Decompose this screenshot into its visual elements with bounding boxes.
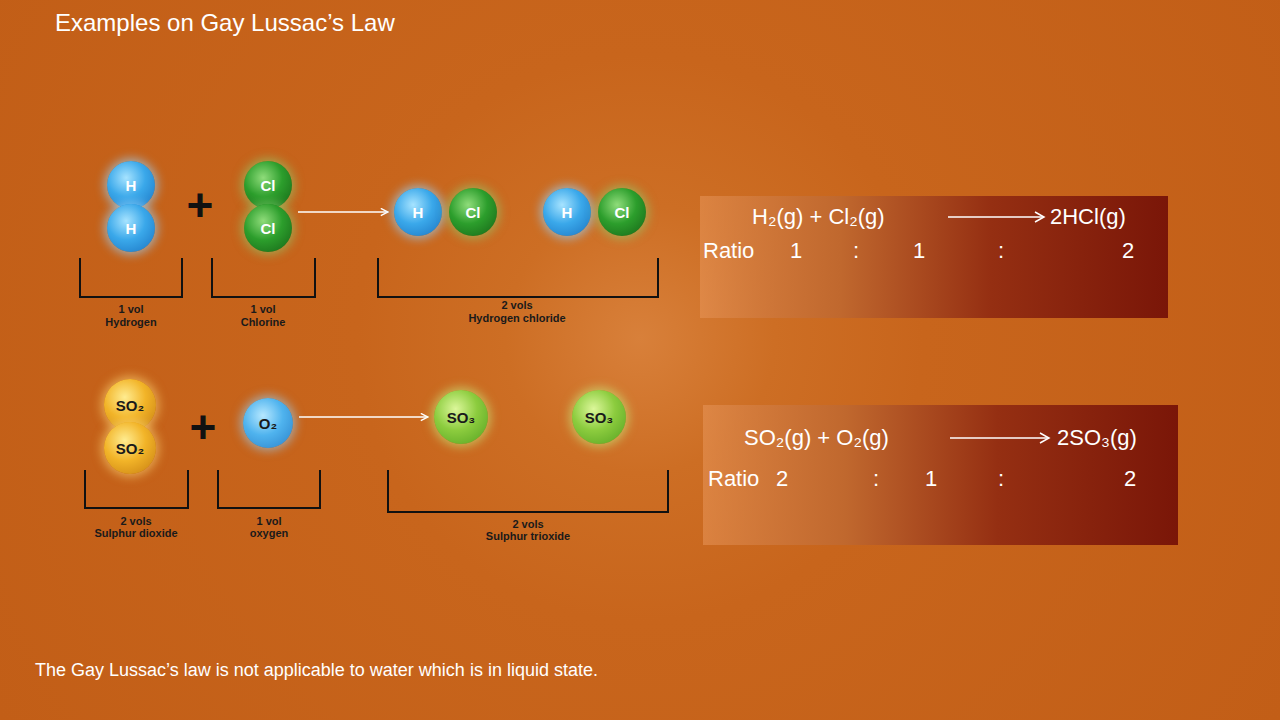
equation-text: 2: [1122, 238, 1134, 264]
molecule-circle: SO₃: [572, 390, 626, 444]
molecule-circle: Cl: [244, 161, 292, 209]
molecule-circle: O₂: [243, 398, 293, 448]
volume-label: 2 vols: [501, 299, 532, 311]
bracket: [378, 258, 658, 297]
volume-label: 1 vol: [118, 303, 143, 315]
formula-text: H: [126, 220, 137, 237]
equation-text: Ratio: [708, 466, 759, 492]
equation-text: :: [853, 238, 859, 264]
formula-text: Cl: [261, 177, 276, 194]
formula-text: Cl: [466, 204, 481, 221]
equation-text: 2: [1124, 466, 1136, 492]
plus-sign: +: [187, 182, 214, 228]
volume-label: Hydrogen chloride: [468, 312, 565, 324]
reaction-arrow: [299, 416, 428, 418]
equation-text: 2SO₃(g): [1057, 425, 1137, 451]
volume-label: Hydrogen: [105, 316, 156, 328]
molecule-circle: H: [107, 204, 155, 252]
bracket: [85, 470, 188, 508]
molecule-circle: Cl: [449, 188, 497, 236]
volume-label: 1 vol: [250, 303, 275, 315]
equation-text: 1: [925, 466, 937, 492]
equation-box: H₂(g) + Cl₂(g) 2HCl(g) Ratio 1: 1: 2: [700, 196, 1168, 318]
formula-text: O₂: [259, 415, 277, 432]
bracket: [212, 258, 315, 297]
equation-text: 2HCl(g): [1050, 204, 1126, 230]
equation-text: :: [873, 466, 879, 492]
formula-text: H: [562, 204, 573, 221]
equation-text: :: [998, 466, 1004, 492]
bracket: [80, 258, 182, 297]
equation-text: 2: [776, 466, 788, 492]
formula-text: Cl: [615, 204, 630, 221]
molecule-circle: H: [543, 188, 591, 236]
equation-text: SO₂(g) + O₂(g): [744, 425, 889, 451]
bracket: [388, 470, 668, 512]
volume-label: Sulphur trioxide: [486, 530, 570, 542]
reaction-arrow: [948, 216, 1043, 218]
formula-text: Cl: [261, 220, 276, 237]
formula-text: SO₃: [447, 409, 476, 426]
molecule-circle: Cl: [598, 188, 646, 236]
volume-label: 2 vols: [512, 518, 543, 530]
volume-label: oxygen: [250, 527, 289, 539]
volume-label: 2 vols: [120, 515, 151, 527]
equation-text: Ratio: [703, 238, 754, 264]
arrow-head: [1035, 212, 1044, 222]
equation-box: SO₂(g) + O₂(g) 2SO₃(g) Ratio 2: 1: 2: [703, 405, 1178, 545]
formula-text: SO₂: [116, 397, 144, 414]
bracket: [218, 470, 320, 508]
formula-text: SO₂: [116, 440, 144, 457]
equation-text: H₂(g) + Cl₂(g): [752, 204, 885, 230]
reaction-arrow: [950, 437, 1048, 439]
equation-text: :: [998, 238, 1004, 264]
molecule-circle: H: [107, 161, 155, 209]
plus-sign: +: [190, 404, 217, 450]
molecule-circle: H: [394, 188, 442, 236]
molecule-circle: SO₂: [104, 422, 156, 474]
molecule-circle: SO₃: [434, 390, 488, 444]
caption: The Gay Lussac’s law is not applicable t…: [35, 660, 598, 681]
molecule-circle: Cl: [244, 204, 292, 252]
volume-label: Sulphur dioxide: [94, 527, 177, 539]
equation-text: 1: [913, 238, 925, 264]
arrow-head: [1040, 433, 1049, 443]
formula-text: SO₃: [585, 409, 614, 426]
title: Examples on Gay Lussac’s Law: [55, 9, 395, 37]
volume-label: 1 vol: [256, 515, 281, 527]
formula-text: H: [413, 204, 424, 221]
formula-text: H: [126, 177, 137, 194]
equation-text: 1: [790, 238, 802, 264]
reaction-arrow: [298, 211, 388, 213]
volume-label: Chlorine: [241, 316, 286, 328]
